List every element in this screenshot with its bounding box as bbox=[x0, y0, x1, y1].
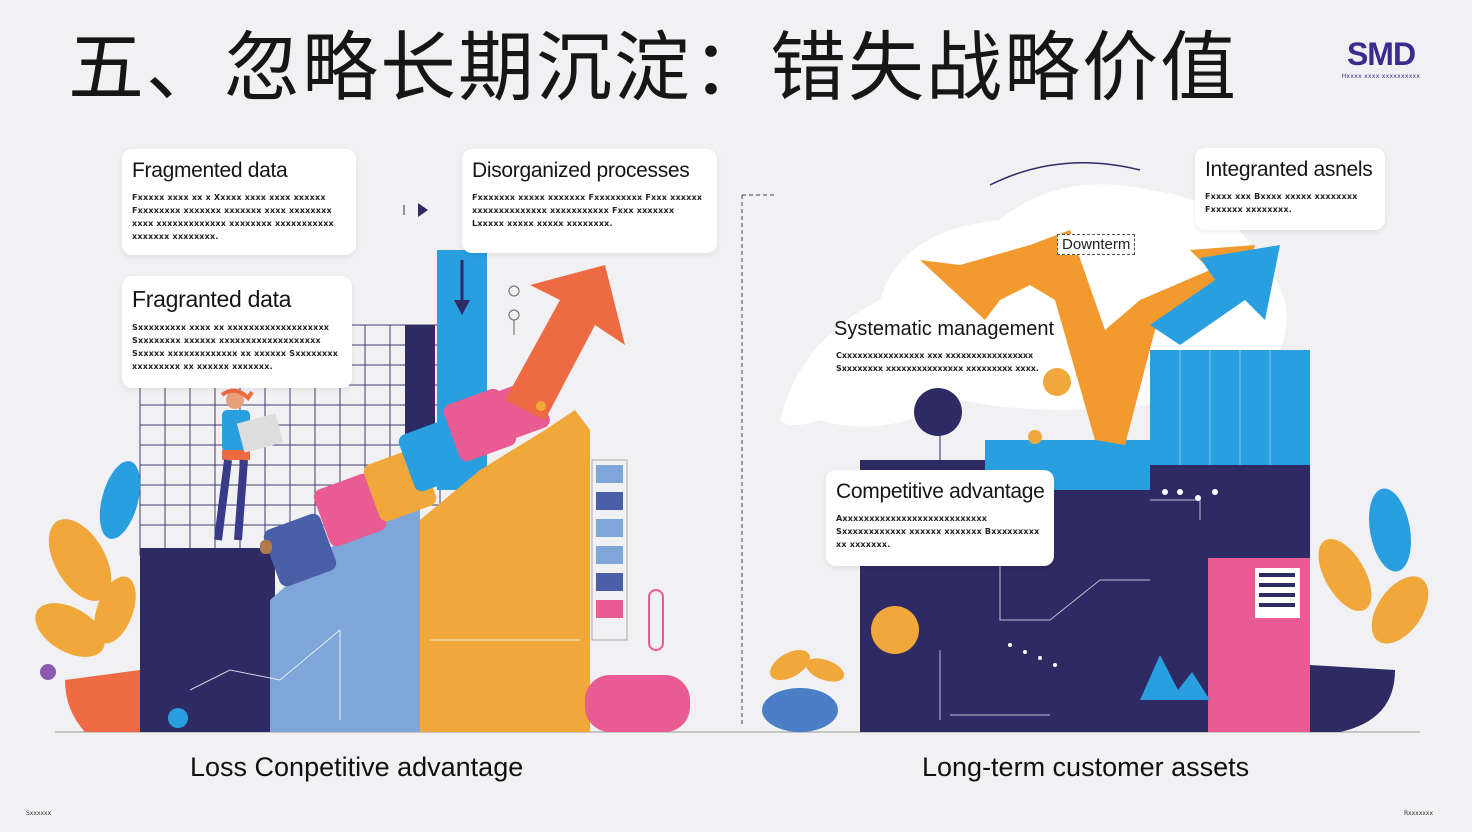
footer-right: Rxxxxxxx bbox=[1404, 810, 1434, 817]
card-heading: Fragmented data bbox=[132, 159, 288, 182]
card-heading: Systematic management bbox=[834, 318, 1055, 340]
chart-icon bbox=[1140, 655, 1210, 700]
card-systematic-management: Systematic management Cxxxxxxxxxxxxxxxx … bbox=[826, 318, 1066, 375]
footer-left: Sxxxxxx bbox=[26, 810, 52, 817]
card-heading: Fragranted data bbox=[132, 286, 292, 312]
page-title: 五、忽略长期沉淀：错失战略价值 bbox=[68, 23, 1238, 112]
logo-subtitle: Hxxxx xxxx xxxxxxxxxx bbox=[1341, 73, 1421, 80]
person-icon bbox=[214, 388, 284, 554]
left-bottom-label: Loss Conpetitive advantage bbox=[190, 752, 524, 782]
card-text: Fxxxx xxx Bxxxx xxxxx xxxxxxxx Fxxxxxx x… bbox=[1205, 192, 1358, 214]
logo-mark: SMD bbox=[1346, 36, 1416, 72]
card-text: Cxxxxxxxxxxxxxxxx xxx xxxxxxxxxxxxxxxxx … bbox=[836, 351, 1039, 373]
card-heading: Competitive advantage bbox=[836, 480, 1045, 503]
card-text: Fxxxxx xxxx xx x Xxxxx xxxx xxxx xxxxxx … bbox=[132, 193, 334, 241]
card-fragmented-data: Fragmented data Fxxxxx xxxx xx x Xxxxx x… bbox=[122, 149, 356, 255]
card-text: Axxxxxxxxxxxxxxxxxxxxxxxxxxx Sxxxxxxxxxx… bbox=[836, 514, 1040, 549]
downterm-tag: Downterm bbox=[1057, 234, 1136, 255]
arrow-zigzag-icon bbox=[920, 230, 1255, 445]
right-bottom-label: Long-term customer assets bbox=[922, 752, 1250, 782]
coin-icon bbox=[871, 606, 919, 654]
card-integranted-asnels: Integranted asnels Fxxxx xxx Bxxxx xxxxx… bbox=[1195, 148, 1385, 230]
brand-logo: SMD Hxxxx xxxx xxxxxxxxxx bbox=[1326, 38, 1436, 80]
arrow-up-right-icon bbox=[505, 265, 625, 420]
card-competitive-advantage: Competitive advantage Axxxxxxxxxxxxxxxxx… bbox=[826, 470, 1054, 566]
card-disorganized-processes: Disorganized processes Fxxxxxxx xxxxx xx… bbox=[462, 149, 717, 253]
card-text: Fxxxxxxx xxxxx xxxxxxx Fxxxxxxxxx Fxxx x… bbox=[472, 193, 703, 228]
card-heading: Integranted asnels bbox=[1205, 158, 1373, 181]
card-heading: Disorganized processes bbox=[472, 159, 690, 182]
card-text: Sxxxxxxxxx xxxx xx xxxxxxxxxxxxxxxxxxx S… bbox=[132, 323, 339, 371]
card-fragranted-data: Fragranted data Sxxxxxxxxx xxxx xx xxxxx… bbox=[122, 276, 352, 388]
